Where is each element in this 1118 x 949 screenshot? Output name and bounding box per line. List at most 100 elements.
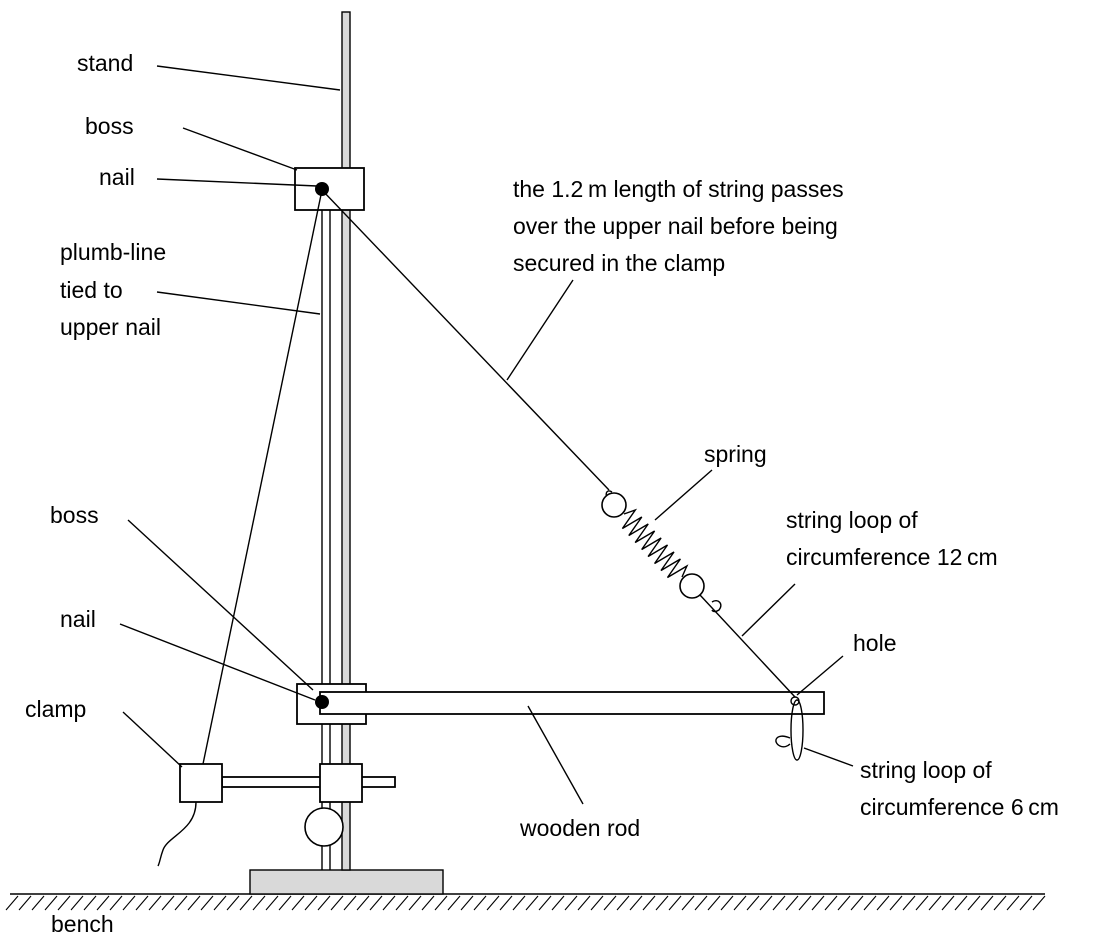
hatch-stroke	[876, 895, 890, 911]
string-upper-section	[321, 189, 610, 491]
hatch-stroke	[304, 895, 318, 911]
hatch-stroke	[161, 895, 175, 911]
hatch-stroke	[44, 895, 58, 911]
hatch-stroke	[954, 895, 968, 911]
hatch-stroke	[1019, 895, 1033, 911]
hatch-stroke	[551, 895, 565, 911]
hatch-stroke	[707, 895, 721, 911]
hatch-stroke	[408, 895, 422, 911]
hatch-stroke	[460, 895, 474, 911]
label-lower-nail: nail	[60, 606, 96, 632]
label-plumb-line-2: tied to	[60, 277, 123, 303]
hatch-stroke	[980, 895, 994, 911]
label-plumb-line-3: upper nail	[60, 314, 161, 340]
wooden-rod	[319, 691, 825, 715]
hatch-stroke	[330, 895, 344, 911]
hatch-stroke	[928, 895, 942, 911]
label-string-loop-12-2: circumference 12 cm	[786, 544, 998, 570]
hatch-stroke	[499, 895, 513, 911]
hatch-stroke	[850, 895, 864, 911]
hatch-stroke	[785, 895, 799, 911]
hatch-stroke	[356, 895, 370, 911]
string-loop-6cm	[790, 699, 804, 761]
clamp-string-tail	[157, 801, 197, 867]
label-string-note-2: over the upper nail before being	[513, 213, 838, 239]
hatch-stroke	[603, 895, 617, 911]
hatch-stroke	[226, 895, 240, 911]
string-note-leader	[506, 279, 574, 381]
hatch-stroke	[96, 895, 110, 911]
label-wooden-rod: wooden rod	[519, 815, 640, 841]
hatch-stroke	[720, 895, 734, 911]
upper-nail	[315, 182, 329, 196]
clamp-screw-knob	[304, 807, 344, 847]
hatch-stroke	[252, 895, 266, 911]
hatch-stroke	[148, 895, 162, 911]
hatch-stroke	[811, 895, 825, 911]
hatch-stroke	[616, 895, 630, 911]
hatch-stroke	[486, 895, 500, 911]
hatch-stroke	[902, 895, 916, 911]
hatch-stroke	[746, 895, 760, 911]
hatch-stroke	[291, 895, 305, 911]
label-string-note-1: the 1.2 m length of string passes	[513, 176, 844, 202]
hatch-stroke	[772, 895, 786, 911]
hatch-stroke	[83, 895, 97, 911]
hatch-stroke	[642, 895, 656, 911]
stand-rod	[341, 11, 351, 871]
label-spring: spring	[704, 441, 767, 467]
label-plumb-line-1: plumb-line	[60, 239, 166, 265]
label-hole: hole	[853, 630, 896, 656]
string-to-clamp	[202, 189, 323, 765]
label-string-loop-6-1: string loop of	[860, 757, 992, 783]
labels: stand boss nail plumb-line tied to upper…	[25, 50, 1059, 937]
hatch-stroke	[187, 895, 201, 911]
hatch-stroke	[590, 895, 604, 911]
hatch-stroke	[382, 895, 396, 911]
string-loop-12cm	[699, 594, 796, 698]
hatch-stroke	[993, 895, 1007, 911]
spring-leader	[654, 469, 713, 521]
spring-lower-ring	[679, 573, 705, 599]
stand-base	[249, 869, 444, 895]
hatch-stroke	[733, 895, 747, 911]
hatch-stroke	[941, 895, 955, 911]
hatch-stroke	[18, 895, 32, 911]
hatch-stroke	[265, 895, 279, 911]
hatch-stroke	[837, 895, 851, 911]
lower-hook	[711, 600, 722, 613]
hatch-stroke	[239, 895, 253, 911]
hatch-stroke	[109, 895, 123, 911]
hatch-stroke	[538, 895, 552, 911]
hatch-stroke	[70, 895, 84, 911]
lower-boss-leader	[127, 519, 314, 691]
lower-nail	[315, 695, 329, 709]
hatch-stroke	[369, 895, 383, 911]
hatch-stroke	[421, 895, 435, 911]
clamp-boss	[319, 763, 363, 803]
hole-leader	[796, 655, 844, 696]
label-string-loop-6-2: circumference 6 cm	[860, 794, 1059, 820]
hatch-stroke	[473, 895, 487, 911]
hatch-stroke	[668, 895, 682, 911]
hatch-stroke	[915, 895, 929, 911]
hatch-stroke	[122, 895, 136, 911]
hatch-stroke	[447, 895, 461, 911]
hatch-stroke	[31, 895, 45, 911]
string-loop-12-leader	[741, 583, 796, 637]
hatch-stroke	[57, 895, 71, 911]
label-lower-boss: boss	[50, 502, 99, 528]
hatch-stroke	[1006, 895, 1020, 911]
hatch-stroke	[525, 895, 539, 911]
label-clamp: clamp	[25, 696, 86, 722]
hatch-stroke	[889, 895, 903, 911]
hatch-stroke	[577, 895, 591, 911]
hatch-stroke	[278, 895, 292, 911]
upper-boss	[294, 167, 365, 211]
hatch-stroke	[1032, 895, 1046, 911]
loop-hook	[775, 735, 791, 748]
hatch-stroke	[512, 895, 526, 911]
upper-boss-leader	[182, 127, 298, 171]
label-upper-nail: nail	[99, 164, 135, 190]
